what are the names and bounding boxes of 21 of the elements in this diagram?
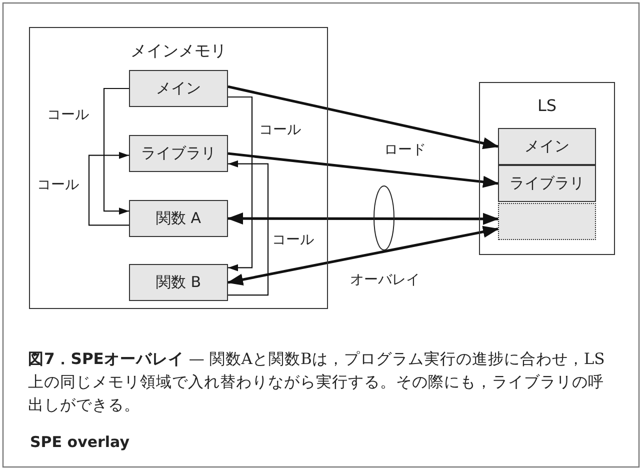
arrow bbox=[227, 226, 499, 286]
arrow bbox=[228, 160, 269, 296]
box-title: LS bbox=[536, 96, 558, 115]
box-title: メインメモリ bbox=[130, 41, 228, 62]
arrow bbox=[228, 152, 499, 188]
english-title: SPE overlay bbox=[28, 433, 132, 451]
empty-slot-box bbox=[498, 203, 596, 240]
module-box: メイン bbox=[498, 128, 596, 165]
memory-region-box bbox=[29, 27, 328, 309]
memory-region-box bbox=[479, 82, 615, 255]
arrow bbox=[227, 212, 499, 225]
arrow bbox=[88, 152, 129, 226]
caption: 図7．SPEオーバレイ — 関数Aと関数Bは，プログラム実行の進捗に合わせ，LS上の同じメモリ領域で入れ替わりながら実行する。その際にも，ライブラリの呼出しができる。 bbox=[28, 349, 606, 416]
module-box: メイン bbox=[129, 70, 228, 107]
arrow bbox=[103, 88, 129, 215]
module-box: 関数 A bbox=[129, 200, 228, 237]
module-box: ライブラリ bbox=[129, 135, 228, 172]
arrow bbox=[228, 96, 253, 272]
module-box: 関数 B bbox=[129, 264, 228, 301]
module-box: ライブラリ bbox=[498, 165, 596, 202]
arrow bbox=[228, 85, 499, 150]
